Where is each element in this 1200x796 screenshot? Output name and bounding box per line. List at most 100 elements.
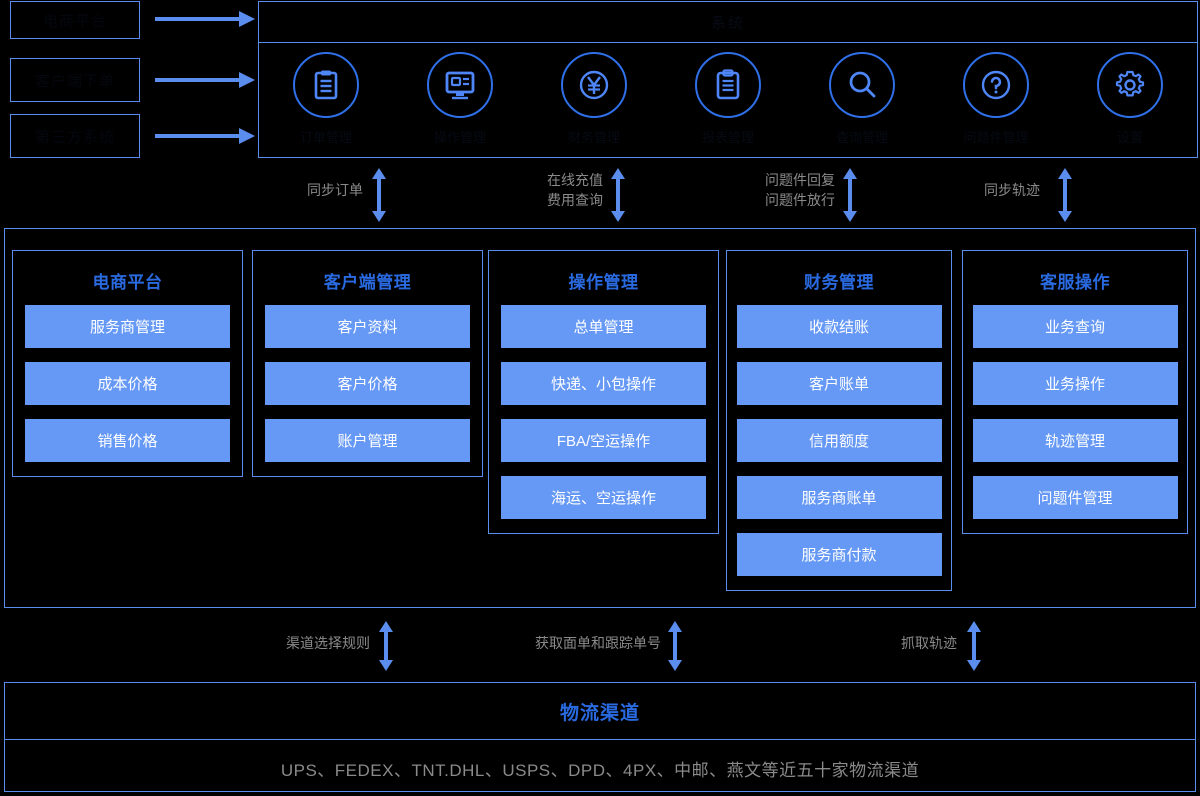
module-item[interactable]: 客户资料 (265, 305, 470, 348)
arrow-shaft (384, 630, 388, 662)
platform-icon-label: 财务管理 (567, 130, 620, 145)
platform-title: 系统 (259, 2, 1197, 43)
module-item[interactable]: 服务商付款 (736, 533, 942, 576)
module-item[interactable]: 轨迹管理 (972, 419, 1178, 462)
platform-icon-operation[interactable]: 操作管理 (409, 52, 511, 146)
connector-line: 问题件回复 (765, 172, 835, 188)
column-title: 客服操作 (1040, 273, 1110, 292)
column-title: 客户端管理 (323, 273, 412, 292)
question-icon (963, 52, 1029, 118)
connector-label-recharge-fee: 在线充值 费用查询 (478, 170, 603, 210)
column-title: 电商平台 (92, 273, 163, 292)
connector-line: 获取面单和跟踪单号 (535, 635, 661, 651)
module-item[interactable]: 收款结账 (736, 305, 942, 348)
platform-icon-settings[interactable]: 设置 (1079, 52, 1181, 146)
connector-line: 渠道选择规则 (286, 635, 370, 651)
source-box-third-party[interactable]: 第三方系统 (10, 114, 140, 158)
arrow-shaft (1063, 177, 1067, 213)
document-icon (293, 52, 359, 118)
arrow-head-up (843, 168, 857, 179)
column-title: 财务管理 (804, 273, 874, 292)
connector-line: 在线充值 (547, 172, 603, 188)
platform-icon-issue[interactable]: 问题件管理 (945, 52, 1047, 146)
connector-line: 同步轨迹 (984, 182, 1040, 198)
module-item[interactable]: 业务查询 (972, 305, 1178, 348)
logistics-channel-panel: 物流渠道 UPS、FEDEX、TNT.DHL、USPS、DPD、4PX、中邮、燕… (4, 682, 1196, 792)
arrow-head-up (379, 621, 393, 632)
arrow-shaft (155, 78, 240, 82)
arrow-shaft (155, 17, 240, 21)
connector-line: 同步订单 (307, 182, 363, 198)
arrow-source-to-platform-1 (155, 11, 255, 27)
arrow-head (239, 128, 255, 144)
platform-icon-label: 问题件管理 (963, 130, 1029, 145)
module-item[interactable]: 问题件管理 (972, 476, 1178, 519)
arrow-get-label-tracking (668, 621, 682, 671)
arrow-shaft (616, 177, 620, 213)
platform-icon-row: 订单管理 操作管理 (259, 43, 1197, 146)
module-item[interactable]: 客户价格 (265, 362, 470, 405)
arrow-issue-reply-release (843, 168, 857, 222)
arrow-head (239, 11, 255, 27)
monitor-icon (427, 52, 493, 118)
module-column-customer-service: 客服操作 业务查询 业务操作 轨迹管理 问题件管理 (962, 250, 1188, 534)
platform-icon-label: 查询管理 (835, 130, 888, 145)
module-item[interactable]: 海运、空运操作 (501, 476, 706, 519)
arrow-shaft (155, 134, 240, 138)
arrow-head-down (372, 211, 386, 222)
arrow-head-up (372, 168, 386, 179)
arrow-shaft (377, 177, 381, 213)
module-column-operation-management: 操作管理 总单管理 快递、小包操作 FBA/空运操作 海运、空运操作 (488, 250, 719, 534)
arrow-head-down (379, 660, 393, 671)
platform-icon-order[interactable]: 订单管理 (275, 52, 377, 146)
connector-label-get-label-tracking: 获取面单和跟踪单号 (466, 633, 661, 653)
arrow-fetch-track (967, 621, 981, 671)
module-column-finance-management: 财务管理 收款结账 客户账单 信用额度 服务商账单 服务商付款 (726, 250, 952, 591)
module-item[interactable]: FBA/空运操作 (501, 419, 706, 462)
arrow-source-to-platform-3 (155, 128, 255, 144)
module-item[interactable]: 信用额度 (736, 419, 942, 462)
arrow-head-down (967, 660, 981, 671)
arrow-head-down (843, 211, 857, 222)
column-title: 操作管理 (568, 273, 639, 292)
platform-icon-report[interactable]: 报表管理 (677, 52, 779, 146)
platform-icon-finance[interactable]: 财务管理 (543, 52, 645, 146)
connector-label-sync-track: 同步轨迹 (930, 180, 1040, 200)
connector-line: 费用查询 (547, 192, 603, 208)
arrow-recharge-fee (611, 168, 625, 222)
yuan-icon (561, 52, 627, 118)
arrow-shaft (848, 177, 852, 213)
arrow-source-to-platform-2 (155, 72, 255, 88)
connector-line: 抓取轨迹 (901, 635, 957, 651)
platform-icon-label: 报表管理 (701, 130, 754, 145)
arrow-shaft (972, 630, 976, 662)
module-item[interactable]: 服务商管理 (25, 305, 230, 348)
clipboard-icon (695, 52, 761, 118)
module-item[interactable]: 服务商账单 (736, 476, 942, 519)
module-item[interactable]: 总单管理 (501, 305, 706, 348)
module-item[interactable]: 成本价格 (25, 362, 230, 405)
arrow-head (239, 72, 255, 88)
connector-label-sync-order: 同步订单 (253, 180, 363, 200)
search-icon (829, 52, 895, 118)
module-item[interactable]: 账户管理 (265, 419, 470, 462)
platform-icon-query[interactable]: 查询管理 (811, 52, 913, 146)
module-item[interactable]: 销售价格 (25, 419, 230, 462)
module-item[interactable]: 客户账单 (736, 362, 942, 405)
source-box-label: 电商平台 (42, 12, 107, 30)
module-item[interactable]: 快递、小包操作 (501, 362, 706, 405)
connector-label-channel-rule: 渠道选择规则 (240, 633, 370, 653)
source-box-client-order[interactable]: 客户端下单 (10, 58, 140, 102)
module-item[interactable]: 业务操作 (972, 362, 1178, 405)
arrow-head-up (611, 168, 625, 179)
arrow-head-up (668, 621, 682, 632)
arrow-head-down (611, 211, 625, 222)
channel-panel-list: UPS、FEDEX、TNT.DHL、USPS、DPD、4PX、中邮、燕文等近五十… (280, 760, 920, 780)
arrow-sync-track (1058, 168, 1072, 222)
arrow-head-down (1058, 211, 1072, 222)
source-box-ecommerce[interactable]: 电商平台 (10, 1, 140, 39)
gear-icon (1097, 52, 1163, 118)
arrow-sync-order (372, 168, 386, 222)
connector-label-fetch-track: 抓取轨迹 (862, 633, 957, 653)
